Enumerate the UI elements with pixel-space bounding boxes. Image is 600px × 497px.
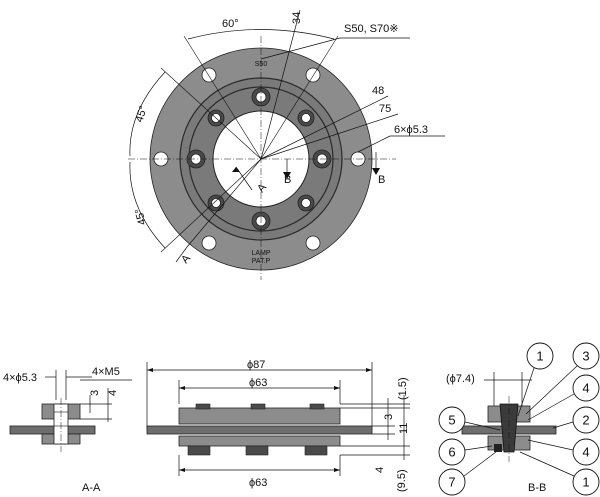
plan-view: S50 LAMP PAT.P 60° 45° 45° 34 S50, S70※ … [128,9,445,280]
dim-48-line [260,95,389,160]
aa-thread-label: 4×M5 [92,366,120,378]
side-base-plate [146,425,373,435]
dim-4-label: 4 [374,467,386,473]
inner-hole [297,194,315,212]
dim-63-top-label: ϕ63 [249,377,267,389]
dim-3-label: 3 [383,414,395,420]
inner-hole [207,194,225,212]
callout-4-top: 4 [527,374,600,421]
dim-87-label: ϕ87 [247,359,265,371]
svg-text:7: 7 [448,475,455,490]
dim-9-5-label: (9.5) [396,469,408,492]
angle-45-upper-label: 45° [133,104,150,124]
side-view: ϕ87 ϕ63 ϕ63 (1.5) 3 [146,359,410,492]
dim-63-bottom-label: ϕ63 [249,477,267,489]
section-bb: (ϕ7.4) 1 3 4 [438,342,600,496]
dim-34-label: 34 [291,12,303,24]
aa-caption: A-A [82,482,101,494]
inner-hole [186,149,206,169]
angle-45-lower-label: 45° [133,207,149,226]
aa-dim-4: 4 [107,390,119,396]
dim-11-label: 11 [398,423,410,434]
side-upper-plate [178,407,341,425]
models-leader [260,37,341,60]
holes-label: 6×ϕ5.3 [394,124,428,136]
angle-60-label: 60° [222,18,239,30]
bb-caption: B-B [528,482,546,494]
callout-1-top: 1 [517,342,554,417]
svg-text:1: 1 [582,475,589,490]
section-aa: 4×ϕ5.3 4×M5 3 4 A-A [3,366,132,494]
callout-3: 3 [525,342,600,415]
angle-60-arc [187,29,335,40]
callout-6: 6 [438,438,493,466]
callout-4-bottom: 4 [527,438,600,466]
section-b-marks: B B [283,152,385,186]
svg-text:5: 5 [448,413,455,428]
svg-text:3: 3 [582,349,589,364]
bb-callouts: 1 3 4 2 5 [438,342,600,496]
svg-text:4: 4 [582,445,589,460]
outer-hole [201,67,217,83]
callout-7: 7 [438,451,497,496]
svg-text:2: 2 [582,413,589,428]
section-a-label-bottom: A [179,252,193,266]
svg-text:6: 6 [448,445,455,460]
aa-holes-label: 4×ϕ5.3 [3,372,37,384]
outer-hole [305,235,321,251]
dim-48-label: 48 [372,85,384,97]
dim-1-5-label: (1.5) [397,377,409,400]
callout-1-bottom: 1 [519,451,600,496]
models-label: S50, S70※ [344,23,398,35]
dim-75-label: 75 [379,103,391,115]
svg-text:1: 1 [536,349,543,364]
callout-2: 2 [552,406,600,434]
holes-leader [357,135,391,153]
dim-34-line [260,9,301,160]
svg-text:4: 4 [582,381,589,396]
aa-dim-3: 3 [89,390,101,396]
aa-base-plate [9,425,96,435]
section-b-label-right: B [378,174,385,186]
dim-75-line [260,113,399,160]
section-b-label: B [284,174,291,186]
inner-hole [297,109,315,127]
bb-dim-7-4: (ϕ7.4) [446,373,475,385]
angle-45-lower-arc [129,161,166,249]
side-lower-plate [178,435,341,447]
outer-hole [201,235,217,251]
callout-5: 5 [438,406,501,434]
outer-hole [305,67,321,83]
angle-45-upper-arc [129,71,166,157]
